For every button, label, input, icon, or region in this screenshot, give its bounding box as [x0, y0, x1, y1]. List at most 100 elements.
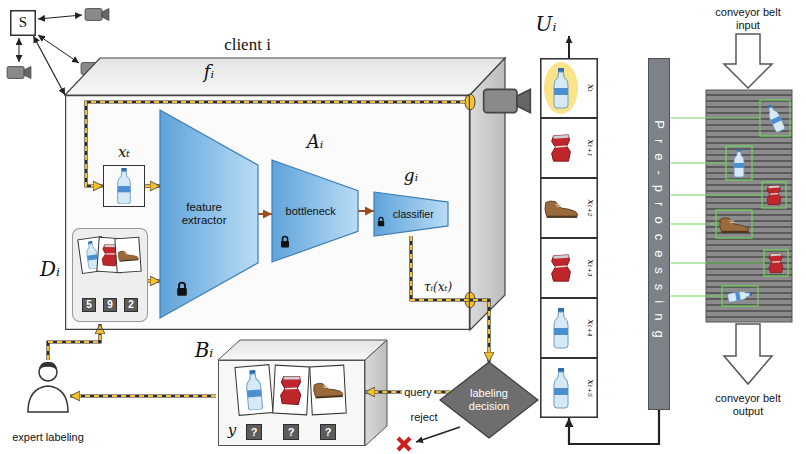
query-buffer: ???Bᵢ: [218, 360, 365, 446]
connector-line: [258, 213, 272, 215]
feature-extractor: fᵢfeature extractor: [160, 110, 258, 318]
lock-shackle: [379, 217, 383, 221]
frame-symbol: xₜ₊₂: [585, 199, 597, 216]
reject-mark: [398, 438, 410, 450]
client-housing: [65, 58, 505, 330]
expert-label: expert labeling: [12, 431, 84, 444]
classifier-head: gᵢclassifier: [374, 192, 448, 236]
stream-frame: xₜ: [540, 58, 598, 118]
lock-icon: [281, 237, 289, 248]
conveyor-belt: [671, 224, 716, 225]
conveyor-belt: [724, 324, 772, 384]
stream-frame: xₜ₊₄: [540, 298, 598, 358]
expert-icon: [39, 362, 57, 370]
class-label: 2: [128, 299, 134, 311]
input-image: [118, 168, 131, 204]
frame-symbol: xₜ: [585, 84, 597, 92]
class-label: ?: [288, 426, 295, 439]
band-name: Pre-processing: [652, 120, 667, 347]
diamond-outline: [440, 362, 538, 438]
conveyor-belt: [765, 103, 786, 133]
trapezoid-outline: [272, 160, 358, 262]
belt-input-label: conveyor belt input: [702, 6, 794, 31]
labeling-path: [70, 394, 216, 397]
module-name: classifier: [393, 208, 434, 220]
dataset-images: [115, 237, 141, 273]
unknown-label-cube: ?: [283, 424, 299, 440]
camera-network: [19, 38, 20, 62]
conveyor-belt: [767, 185, 781, 204]
buffer-housing: [245, 369, 262, 410]
connector-outline: [148, 279, 160, 282]
stream-images: [544, 62, 578, 114]
score-label: τᵢ(xₜ): [422, 281, 454, 295]
frame-symbol: xₜ₊₃: [585, 259, 597, 276]
connector: [358, 211, 374, 212]
labeling-path: [48, 324, 216, 396]
module-name: bottleneck: [286, 205, 336, 218]
connector: [411, 236, 489, 362]
connector-line: [411, 236, 489, 362]
buffer-housing: [313, 382, 343, 399]
labeling-path: [70, 395, 216, 397]
conveyor-belt: [726, 146, 752, 180]
camera-network: [7, 67, 31, 79]
dataset-images: [72, 228, 148, 322]
class-label: 5: [86, 299, 92, 311]
conveyor-belt: [671, 163, 726, 164]
label-cube: 2: [124, 298, 138, 312]
conveyor-belt: [764, 250, 788, 276]
dataset-store: 592Dᵢ: [72, 228, 148, 322]
lock-shackle: [179, 283, 185, 288]
buffer-housing: [273, 365, 309, 415]
client-camera: [465, 94, 475, 110]
stream-frame: xₜ₊₃: [540, 238, 598, 298]
client-housing: [65, 95, 470, 330]
class-label: ?: [251, 426, 258, 439]
buffer-housing: [235, 365, 273, 416]
stream-images: [554, 68, 568, 108]
connector-line: [33, 36, 65, 95]
unknown-label-cube: ?: [246, 424, 262, 440]
conveyor-belt: [720, 218, 749, 233]
frame-symbol: xₜ₊₁: [585, 139, 597, 156]
camera-network: [38, 35, 79, 63]
buffer-symbol: Bᵢ: [195, 339, 214, 362]
buffer-housing: [218, 340, 387, 360]
conveyor-belt: [760, 100, 790, 136]
conveyor-belt: [671, 118, 760, 119]
buffer-housing: [310, 365, 346, 415]
client-housing: [65, 58, 505, 95]
conveyor-belt: [722, 286, 758, 306]
buffer-housing: [218, 340, 387, 446]
stream-images: [568, 36, 570, 58]
belt-output-label: conveyor belt output: [702, 392, 794, 417]
module-symbol: gᵢ: [404, 166, 418, 186]
buffer-housing: [273, 365, 309, 415]
input-image: [118, 168, 131, 204]
dataset-symbol: Dᵢ: [40, 258, 60, 281]
stream-images: [554, 368, 568, 408]
decision-name: labeling decision: [458, 387, 520, 412]
class-label: 9: [107, 299, 113, 311]
unknown-label-cube: ?: [320, 424, 336, 440]
connector-line: [145, 185, 160, 187]
stream-images: [552, 255, 571, 281]
conveyor-belt: [671, 296, 722, 297]
connector-line: [358, 210, 374, 212]
lock-shackle: [283, 237, 288, 242]
expert-icon: [28, 362, 68, 412]
trapezoid-outline: [160, 110, 258, 318]
buffer-housing: [280, 375, 301, 404]
reject-mark: [398, 438, 410, 450]
conveyor-belt: [706, 90, 792, 322]
stream-images: [554, 308, 568, 348]
conveyor-belt: [727, 290, 752, 302]
connector-line: [148, 280, 160, 282]
stream-images: [552, 135, 571, 161]
client-camera: [484, 89, 531, 112]
stream-frame: xₜ₊₁: [540, 118, 598, 178]
dataset-images: [72, 228, 148, 322]
